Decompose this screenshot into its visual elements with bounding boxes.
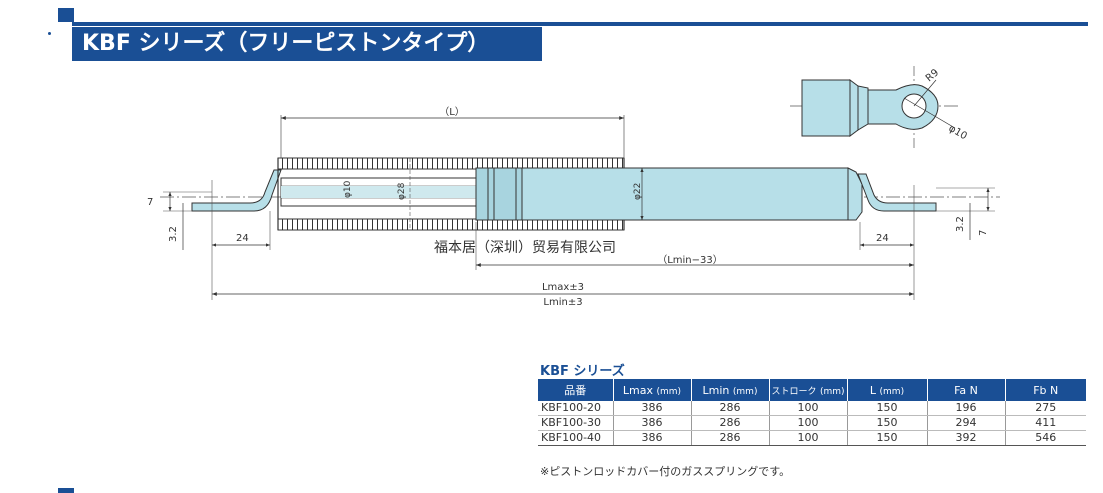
dim-L-label: （L） [439,106,465,118]
cell-stroke: 100 [768,401,847,416]
cell-fb: 275 [1004,401,1086,416]
table-row: KBF100-30 386 286 100 150 294 411 [538,415,1086,431]
corner-marker-top [58,8,74,22]
cell-fa: 294 [926,415,1005,431]
col-header-lmin: Lmin (mm) [690,379,769,401]
col-header-fb: Fb N [1004,379,1086,401]
dim-left-height: 7 [147,197,153,208]
rod-cover [277,157,625,231]
spec-table-header-row: 品番 Lmax (mm) Lmin (mm) ストローク (mm) L (mm)… [538,379,1086,401]
detail-radius: R9 [924,67,941,84]
cell-part-no: KBF100-20 [538,401,613,416]
dim-lmax: Lmax±3 [542,282,584,293]
footnote: ※ピストンロッドカバー付のガススプリングです。 [540,465,791,478]
corner-marker-bottom [58,488,74,493]
end-detail-view [790,66,960,150]
cell-part-no: KBF100-40 [538,430,613,446]
dim-tube-dia: φ28 [397,182,407,200]
cell-fa: 392 [926,430,1005,446]
header-rule [72,22,1088,26]
spec-table-title: KBF シリーズ [540,364,625,379]
dim-left-offset: 3.2 [168,226,179,242]
dim-rod-dia: φ10 [343,180,353,198]
cell-fb: 546 [1004,430,1086,446]
detail-hole: φ10 [947,123,969,142]
cell-lmin: 286 [690,401,769,416]
table-row: KBF100-20 386 286 100 150 196 275 [538,401,1086,416]
cell-l: 150 [846,415,927,431]
col-header-stroke: ストローク (mm) [768,379,847,401]
dim-right-height: 7 [978,230,989,236]
cell-stroke: 100 [768,415,847,431]
cell-fa: 196 [926,401,1005,416]
dim-left-length: 24 [236,233,249,244]
spec-table: 品番 Lmax (mm) Lmin (mm) ストローク (mm) L (mm)… [538,379,1086,446]
decorative-dot [48,32,51,35]
page-title: KBF シリーズ（フリーピストンタイプ） [72,27,542,61]
cell-lmin: 286 [690,415,769,431]
col-header-lmax: Lmax (mm) [612,379,691,401]
cell-lmax: 386 [612,415,691,431]
cell-l: 150 [846,430,927,446]
col-header-part-no: 品番 [538,379,613,401]
left-bracket [191,169,282,212]
col-header-fa: Fa N [926,379,1005,401]
cell-lmax: 386 [612,430,691,446]
cell-stroke: 100 [768,430,847,446]
cell-l: 150 [846,401,927,416]
dim-cyl-dia: φ22 [633,183,643,200]
right-bracket [857,173,937,212]
cell-lmax: 386 [612,401,691,416]
cell-fb: 411 [1004,415,1086,431]
cell-part-no: KBF100-30 [538,415,613,431]
dim-right-length: 24 [876,233,889,244]
watermark-text: 福本居（深圳）贸易有限公司 [434,240,616,256]
dim-lmin: Lmin±3 [543,297,582,308]
cell-lmin: 286 [690,430,769,446]
col-header-l: L (mm) [846,379,927,401]
cylinder [475,167,863,221]
dim-right-offset: 3.2 [955,216,966,232]
dim-lmin33: （Lmin−33） [657,254,723,266]
table-row: KBF100-40 386 286 100 150 392 546 [538,430,1086,446]
